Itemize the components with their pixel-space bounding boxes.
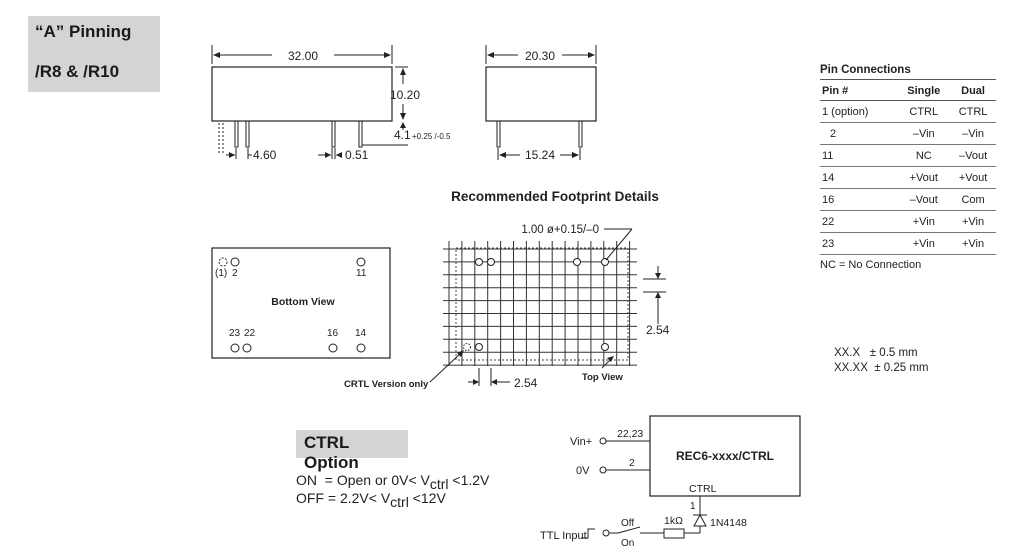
switch-on-label: On (621, 538, 634, 549)
single-cell: +Vout (897, 166, 951, 189)
col-dual: Dual (950, 80, 996, 101)
diode-label: 1N4148 (710, 517, 747, 529)
dim-length: 32.00 (288, 49, 318, 63)
dim-height: 10.20 (390, 88, 420, 102)
off-suffix: <12V (408, 490, 446, 506)
bv-pin-14: 14 (355, 328, 367, 339)
nc-note: NC = No Connection (820, 259, 922, 271)
pinning-subtitle: /R8 & /R10 (35, 62, 120, 81)
single-cell: –Vin (897, 122, 951, 145)
grid-spacing-vertical: 2.54 (646, 323, 670, 337)
single-cell: +Vin (897, 232, 951, 255)
pin-cell: 14 (820, 166, 898, 189)
dual-cell: –Vout (950, 144, 996, 167)
switch-off-label: Off (621, 518, 634, 529)
resistor-label: 1kΩ (664, 515, 683, 527)
crtl-version-label: CRTL Version only (344, 379, 429, 390)
device-name: REC6-xxxx/CTRL (676, 449, 774, 463)
side-view-length: 32.00 10.20 4.1 +0.25 /-0.5 4.60 0. (211, 45, 451, 162)
footprint-title: Recommended Footprint Details (451, 189, 659, 204)
footprint-grid: 1.00 ø+0.15/–0 2.54 2.54 CRTL Version on… (344, 224, 670, 390)
tolerance-line-2: XX.XX ± 0.25 mm (834, 362, 929, 374)
bv-pin-23: 23 (229, 328, 241, 339)
dim-pin-row-spacing: 15.24 (525, 148, 555, 162)
off-prefix: OFF = 2.2V< V (296, 490, 391, 506)
on-suffix: <1.2V (448, 472, 490, 488)
vin-plus-label: Vin+ (570, 436, 592, 448)
single-cell: NC (897, 144, 951, 167)
bv-pin-2: 2 (232, 268, 238, 279)
ctrl-pin-name: CTRL (689, 483, 717, 495)
tolerance-line-1: XX.X ± 0.5 mm (834, 347, 918, 359)
bv-pin-1: (1) (215, 268, 227, 279)
bv-pin-11: 11 (356, 268, 367, 279)
ctrl-option-box: CTRL Option (296, 430, 408, 472)
bv-pin-16: 16 (327, 328, 339, 339)
table-row: 23+Vin+Vin (820, 232, 996, 255)
single-cell: +Vin (897, 210, 951, 233)
pin-connections-table: Pin Connections Pin # Single Dual 1 (opt… (820, 64, 996, 271)
side-view-width: 20.30 15.24 (485, 45, 597, 162)
dual-cell: +Vout (950, 166, 996, 189)
pinning-title: “A” Pinning (35, 22, 132, 41)
table-row: 22+Vin+Vin (820, 210, 996, 233)
dim-width: 20.30 (525, 49, 555, 63)
dim-pin-length-tol: +0.25 /-0.5 (412, 132, 451, 141)
ctrl-pin-number: 1 (690, 501, 696, 512)
ctrl-off-formula: OFF = 2.2V< Vctrl <12V (296, 490, 446, 510)
grid-spacing-horizontal: 2.54 (514, 376, 538, 390)
ctrl-schematic: REC6-xxxx/CTRL Vin+ 22,23 0V 2 CTRL 1 1N… (540, 415, 801, 549)
dim-pin-pitch: 4.60 (253, 148, 277, 162)
table-header-row: Pin # Single Dual (820, 80, 996, 101)
ctrl-option-title: CTRL Option (304, 433, 359, 472)
ttl-input-label: TTL Input (540, 530, 587, 542)
bottom-view: (1) 2 11 23 22 16 14 Bottom View (211, 247, 391, 359)
single-cell: –Vout (897, 188, 951, 211)
hole-spec: 1.00 ø+0.15/–0 (521, 224, 599, 236)
pin-cell: 16 (820, 188, 898, 211)
on-sub: ctrl (429, 476, 449, 492)
pin-cell: 22 (820, 210, 898, 233)
dual-cell: –Vin (950, 122, 996, 145)
vin-pins-label: 22,23 (617, 428, 643, 440)
dim-pin-width: 0.51 (345, 148, 369, 162)
col-single: Single (897, 80, 951, 101)
off-sub: ctrl (390, 494, 409, 510)
dual-cell: +Vin (950, 232, 996, 255)
on-prefix: ON = Open or 0V< V (296, 472, 430, 488)
bottom-view-label: Bottom View (271, 296, 335, 308)
pin-cell: 1 (option) (820, 100, 898, 123)
dim-pin-length: 4.1 (394, 128, 411, 142)
pin-cell: 2 (820, 122, 898, 145)
dual-cell: Com (950, 188, 996, 211)
tolerance-notes: XX.X ± 0.5 mm XX.XX ± 0.25 mm (834, 346, 929, 376)
dual-cell: CTRL (950, 100, 996, 123)
zero-v-label: 0V (576, 465, 590, 477)
pinning-title-box: “A” Pinning /R8 & /R10 (28, 16, 160, 92)
single-cell: CTRL (897, 100, 951, 123)
bv-pin-22: 22 (244, 328, 256, 339)
dual-cell: +Vin (950, 210, 996, 233)
ctrl-on-formula: ON = Open or 0V< Vctrl <1.2V (296, 472, 489, 492)
pin-connections-title: Pin Connections (820, 64, 996, 80)
pin-cell: 23 (820, 232, 898, 255)
zero-v-pin-label: 2 (629, 457, 635, 469)
top-view-label: Top View (582, 372, 623, 383)
table-row: 14+Vout+Vout (820, 166, 996, 189)
pin-cell: 11 (820, 144, 898, 167)
col-pin: Pin # (820, 80, 898, 101)
table-row: 2–Vin–Vin (820, 122, 996, 145)
